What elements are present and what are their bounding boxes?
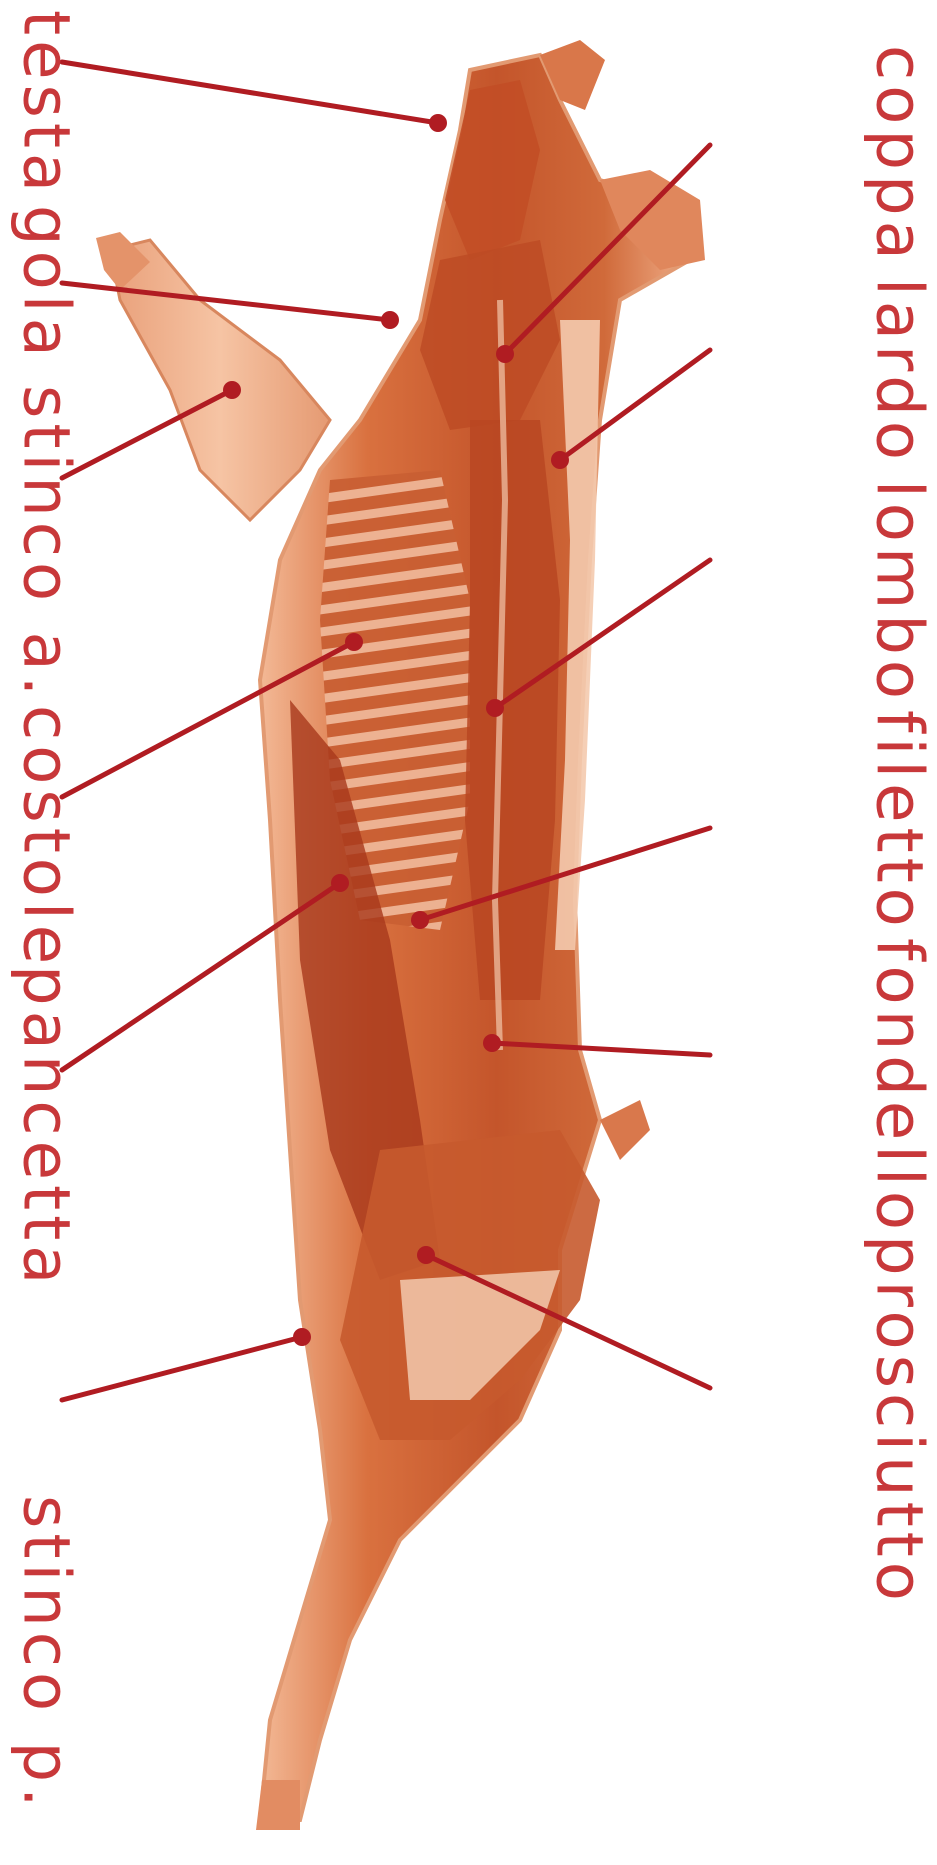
- hind-hoof-shape: [256, 1780, 300, 1830]
- leader-dot-stinco-a: [223, 381, 241, 399]
- label-filetto: filetto: [861, 710, 935, 932]
- label-coppa: coppa: [861, 45, 935, 265]
- label-fondello: fondello: [861, 938, 935, 1235]
- label-lardo: lardo: [861, 278, 935, 465]
- leader-dot-testa: [429, 114, 447, 132]
- leader-dot-coppa: [496, 345, 514, 363]
- carcass-illustration: [96, 40, 705, 1830]
- label-gola: gola: [8, 205, 82, 362]
- tail-shape: [600, 1100, 650, 1160]
- leader-line-testa: [62, 62, 438, 123]
- leader-dot-fondello: [483, 1034, 501, 1052]
- label-stinco-p: stinco p.: [8, 1495, 82, 1812]
- leader-dot-prosciutto: [417, 1246, 435, 1264]
- leader-dot-costole: [345, 633, 363, 651]
- label-costole: costole: [8, 705, 82, 969]
- leader-dot-gola: [381, 311, 399, 329]
- leader-dot-filetto: [411, 911, 429, 929]
- label-lombo: lombo: [861, 480, 935, 704]
- label-stinco-a: stinco a.: [8, 385, 82, 701]
- leader-dot-stinco-p: [293, 1328, 311, 1346]
- leader-dot-lombo: [486, 699, 504, 717]
- loin-shape: [465, 420, 560, 1000]
- leader-line-stinco-p: [62, 1337, 302, 1400]
- label-prosciutto: prosciutto: [861, 1235, 935, 1606]
- label-testa: testa: [8, 10, 82, 197]
- front-leg-shape: [110, 240, 330, 520]
- label-pancetta: pancetta: [8, 965, 82, 1289]
- leader-dot-pancetta: [331, 874, 349, 892]
- leader-line-gola: [62, 283, 390, 320]
- leader-dot-lardo: [551, 451, 569, 469]
